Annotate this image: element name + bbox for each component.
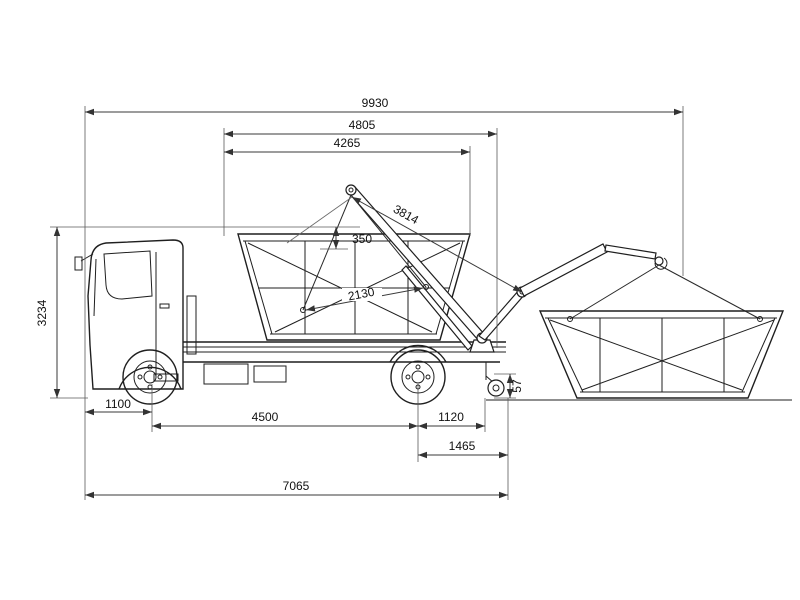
front-wheel [122,349,178,405]
cab-window [103,250,153,300]
dim-label-3814: 3814 [391,202,421,227]
dimension-labels: 9930 4805 4265 3814 350 3234 2130 1100 4… [35,96,524,493]
lifting-arm [300,184,763,353]
dim-line-3814 [351,196,523,293]
dim-label-4265: 4265 [334,136,361,150]
dim-label-7065: 7065 [283,479,310,493]
rear-wheel-arch [389,344,447,363]
extension-lines [50,106,684,500]
link-arm [478,289,526,341]
exhaust-stack [186,295,197,355]
dim-label-3234: 3234 [35,299,49,326]
main-boom [348,186,486,342]
dim-label-350: 350 [352,232,372,246]
mirror-arm [80,253,94,262]
apex-shackle [345,184,357,196]
battery-box [203,363,249,385]
tool-box [253,365,287,383]
dim-label-1100: 1100 [105,397,131,411]
jib-forearm [604,244,657,260]
pivot-base [469,339,495,353]
dim-label-2130: 2130 [347,285,376,304]
dim-label-57: 57 [510,379,524,393]
dim-label-1120: 1120 [438,410,464,424]
mirror [74,256,83,271]
dim-label-4805: 4805 [349,118,376,132]
dimension-lines [53,108,683,499]
front-wheel-arch [118,366,182,390]
door-handle [159,303,170,309]
skip-on-ground [486,310,792,401]
lifting-hook [654,256,664,266]
truck-cab [74,239,184,390]
dim-label-9930: 9930 [362,96,389,110]
dim-label-1465: 1465 [449,439,476,453]
truck-chassis [183,295,506,397]
rear-roller [487,379,505,397]
jib-arm [519,243,608,297]
dim-label-4500: 4500 [252,410,279,424]
